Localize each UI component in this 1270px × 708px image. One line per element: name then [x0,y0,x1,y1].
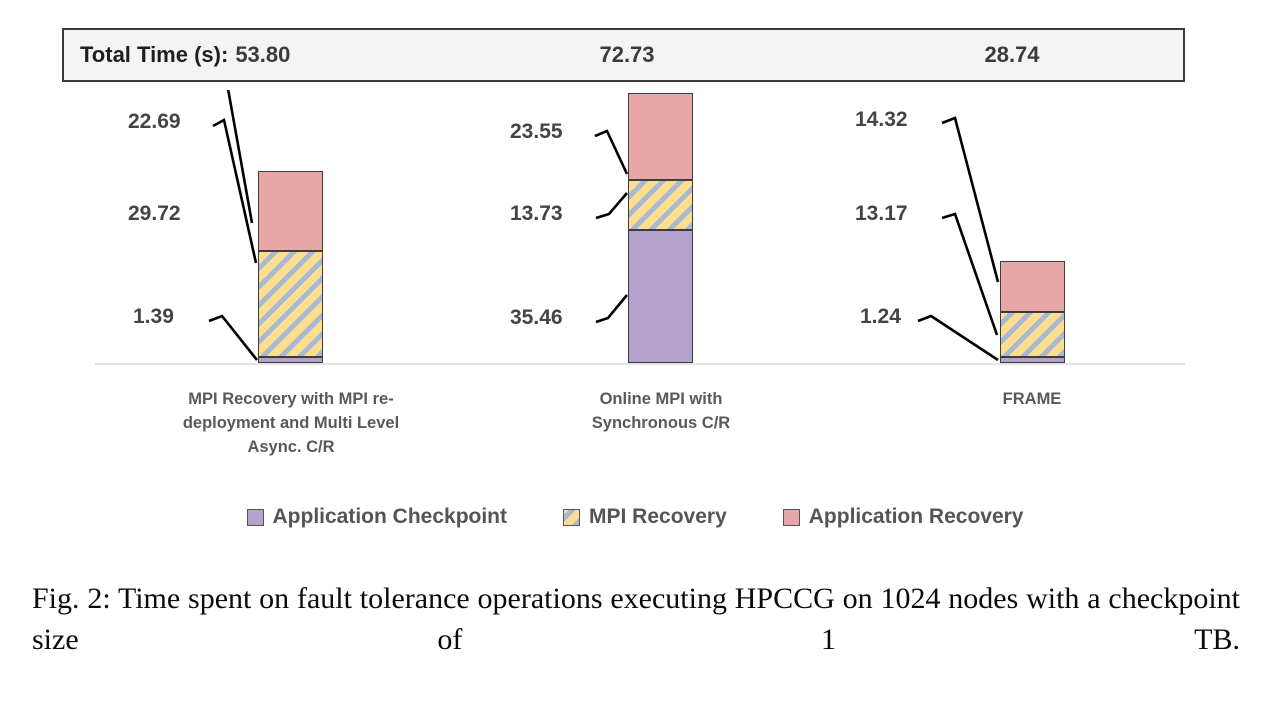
value-label-bar2-application-checkpoint: 35.46 [510,306,563,329]
legend-swatch-mpi-recovery-icon [563,508,581,526]
category-label-1: MPI Recovery with MPI re- deployment and… [130,388,452,460]
total-time-value-1: 53.80 [235,42,291,67]
legend-item-application-checkpoint[interactable]: Application Checkpoint [246,505,508,529]
total-time-banner: Total Time (s): 53.80 72.73 28.74 [62,28,1185,82]
total-time-cell-2: 72.73 [64,30,1183,80]
category-label-3-line-1: FRAME [1002,390,1062,408]
bar-segment-application-checkpoint-2 [628,230,693,363]
legend-label-application-checkpoint: Application Checkpoint [272,505,508,528]
bar-segment-application-checkpoint-1 [258,357,323,363]
bar-stack-1 [258,171,323,363]
legend-label-mpi-recovery: MPI Recovery [589,505,727,528]
legend-item-mpi-recovery[interactable]: MPI Recovery [563,505,727,529]
bar-stack-2 [628,93,693,363]
legend-swatch-application-recovery-icon [782,508,800,526]
value-label-bar3-application-recovery: 14.32 [855,108,908,131]
legend-item-application-recovery[interactable]: Application Recovery [782,505,1024,529]
category-label-3: FRAME [932,388,1132,412]
bar-segment-application-checkpoint-3 [1000,357,1065,363]
value-label-bar3-application-checkpoint: 1.24 [860,305,901,328]
total-time-value-2: 72.73 [599,42,655,67]
chart-legend: Application Checkpoint MPI Recovery Appl… [0,505,1270,529]
value-label-bar1-application-recovery: 22.69 [128,110,181,133]
total-time-value-3: 28.74 [984,42,1040,67]
value-label-bar2-mpi-recovery: 13.73 [510,202,563,225]
bar-segment-mpi-recovery-1 [258,251,323,357]
total-time-label: Total Time (s): [80,42,229,67]
category-label-1-line-1: MPI Recovery with MPI re- [188,390,394,408]
bar-segment-mpi-recovery-2 [628,180,693,230]
category-label-2-line-2: Synchronous C/R [591,413,731,432]
x-axis-line [95,363,1185,365]
legend-swatch-application-checkpoint-icon [246,508,264,526]
bar-segment-application-recovery-2 [628,93,693,180]
value-label-bar1-mpi-recovery: 29.72 [128,202,181,225]
total-time-cell-3: 28.74 [64,30,1183,80]
category-label-2: Online MPI with Synchronous C/R [530,388,792,436]
bar-segment-application-recovery-3 [1000,261,1065,312]
legend-label-application-recovery: Application Recovery [808,505,1024,528]
value-label-bar2-application-recovery: 23.55 [510,120,563,143]
value-label-bar3-mpi-recovery: 13.17 [855,202,908,225]
category-label-1-line-3: Async. C/R [247,437,335,456]
category-label-2-line-1: Online MPI with [599,390,723,408]
chart-plot-area: 22.69 29.72 1.39 23.55 13.73 35.46 14.32… [0,90,1270,380]
total-time-cell-1: Total Time (s): 53.80 [80,30,290,80]
value-label-bar1-application-checkpoint: 1.39 [133,305,174,328]
bar-segment-mpi-recovery-3 [1000,312,1065,357]
bar-segment-application-recovery-1 [258,171,323,251]
figure-caption: Fig. 2: Time spent on fault tolerance op… [32,582,1240,657]
category-label-1-line-2: deployment and Multi Level [182,413,400,432]
bar-stack-3 [1000,261,1065,363]
